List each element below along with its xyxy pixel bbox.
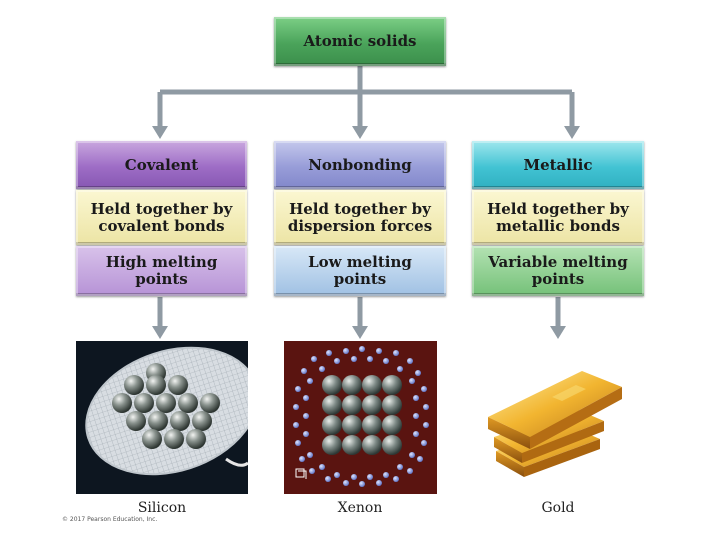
arrowhead	[152, 326, 168, 339]
category-metallic-header: Metallic	[472, 141, 644, 189]
category-label: Covalent	[124, 155, 199, 174]
category-metallic-property: Variable melting points	[472, 246, 644, 296]
caption-gold: Gold	[541, 500, 575, 516]
property-label: Low melting points	[308, 253, 412, 288]
arrowhead	[550, 326, 566, 339]
arrowhead	[152, 126, 168, 139]
root-label: Atomic solids	[303, 32, 417, 50]
category-covalent-header: Covalent	[76, 141, 247, 189]
arrowhead	[352, 126, 368, 139]
description-label: Held together by metallic bonds	[487, 199, 629, 235]
category-metallic-description: Held together by metallic bonds	[472, 190, 644, 245]
caption-xenon: Xenon	[337, 500, 383, 516]
arrowhead	[564, 126, 580, 139]
category-nonbonding-property: Low melting points	[274, 246, 446, 296]
category-covalent-description: Held together by covalent bonds	[76, 190, 247, 245]
caption-silicon: Silicon	[137, 500, 187, 516]
category-nonbonding-description: Held together by dispersion forces	[274, 190, 446, 245]
property-label: Variable melting points	[488, 253, 628, 288]
category-covalent-property: High melting points	[76, 246, 247, 296]
category-label: Metallic	[523, 155, 593, 174]
gold-bars-image	[472, 341, 644, 494]
root-node-atomic-solids: Atomic solids	[274, 17, 446, 66]
property-label: High melting points	[105, 253, 218, 288]
copyright-notice: © 2017 Pearson Education, Inc.	[62, 516, 158, 523]
description-label: Held together by dispersion forces	[287, 199, 433, 235]
arrowhead	[352, 326, 368, 339]
category-label: Nonbonding	[308, 155, 412, 174]
description-label: Held together by covalent bonds	[90, 199, 233, 235]
xenon-lattice-image	[284, 341, 437, 494]
category-nonbonding-header: Nonbonding	[274, 141, 446, 189]
silicon-wafer-image	[76, 341, 248, 494]
